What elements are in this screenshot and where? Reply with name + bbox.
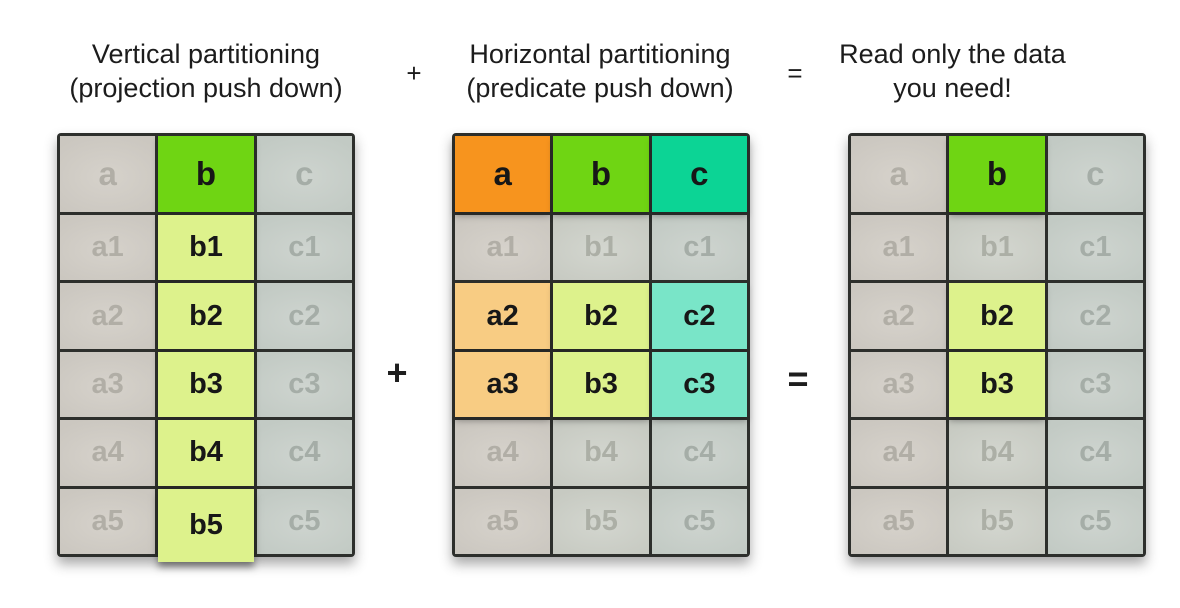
cell-a3: a3 (60, 351, 156, 418)
cell-b4: b4 (158, 420, 254, 486)
cell-b5: b5 (158, 488, 254, 562)
cell-a5: a5 (60, 488, 156, 554)
caption-line: Horizontal partitioning (469, 39, 731, 69)
column-header-a: a (851, 136, 947, 212)
cell-b1: b1 (949, 215, 1045, 281)
cell-a5: a5 (455, 488, 551, 554)
cell-c4: c4 (1047, 420, 1143, 486)
cell-b3: b3 (553, 351, 649, 418)
cell-b2: b2 (158, 283, 254, 349)
cell-c1: c1 (651, 215, 747, 281)
cell-a5: a5 (851, 488, 947, 554)
cell-b3: b3 (158, 351, 254, 418)
cell-b1: b1 (158, 215, 254, 281)
caption-vertical-partitioning: Vertical partitioning (projection push d… (40, 37, 372, 105)
column-header-b: b (949, 136, 1045, 212)
column-header-c: c (256, 136, 352, 212)
column-header-a: a (60, 136, 156, 212)
cell-a4: a4 (851, 420, 947, 486)
cell-b4: b4 (553, 420, 649, 486)
caption-plus-operator: + (406, 58, 422, 88)
column-header-b: b (158, 136, 254, 212)
cell-b4: b4 (949, 420, 1045, 486)
cell-c5: c5 (1047, 488, 1143, 554)
cell-b5: b5 (553, 488, 649, 554)
cell-c2: c2 (1047, 283, 1143, 349)
column-header-b: b (553, 136, 649, 212)
caption-horizontal-partitioning: Horizontal partitioning (predicate push … (432, 37, 768, 105)
cell-a1: a1 (851, 215, 947, 281)
cell-b3: b3 (949, 351, 1045, 418)
cell-b2: b2 (553, 283, 649, 349)
cell-a1: a1 (455, 215, 551, 281)
cell-c3: c3 (651, 351, 747, 418)
cell-c1: c1 (1047, 215, 1143, 281)
column-header-c: c (651, 136, 747, 212)
cell-b1: b1 (553, 215, 649, 281)
cell-c2: c2 (651, 283, 747, 349)
cell-c3: c3 (1047, 351, 1143, 418)
caption-line: you need! (893, 73, 1012, 103)
cell-a4: a4 (60, 420, 156, 486)
caption-line: (predicate push down) (466, 73, 734, 103)
cell-a2: a2 (60, 283, 156, 349)
cell-c1: c1 (256, 215, 352, 281)
cell-b2: b2 (949, 283, 1045, 349)
caption-equals-operator: = (787, 58, 803, 88)
column-header-a: a (455, 136, 551, 212)
cell-b5: b5 (949, 488, 1045, 554)
cell-c4: c4 (256, 420, 352, 486)
cell-c5: c5 (651, 488, 747, 554)
cell-a3: a3 (851, 351, 947, 418)
cell-a2: a2 (455, 283, 551, 349)
caption-line: (projection push down) (69, 73, 343, 103)
cell-a2: a2 (851, 283, 947, 349)
caption-line: Vertical partitioning (91, 39, 321, 69)
caption-result: Read only the data you need! (790, 37, 1115, 105)
cell-a4: a4 (455, 420, 551, 486)
cell-a3: a3 (455, 351, 551, 418)
cell-c5: c5 (256, 488, 352, 554)
caption-line: Read only the data (839, 39, 1066, 69)
cell-a1: a1 (60, 215, 156, 281)
cell-c2: c2 (256, 283, 352, 349)
plus-operator: + (386, 352, 408, 393)
equals-operator: = (787, 358, 809, 399)
cell-c3: c3 (256, 351, 352, 418)
cell-c4: c4 (651, 420, 747, 486)
column-header-c: c (1047, 136, 1143, 212)
